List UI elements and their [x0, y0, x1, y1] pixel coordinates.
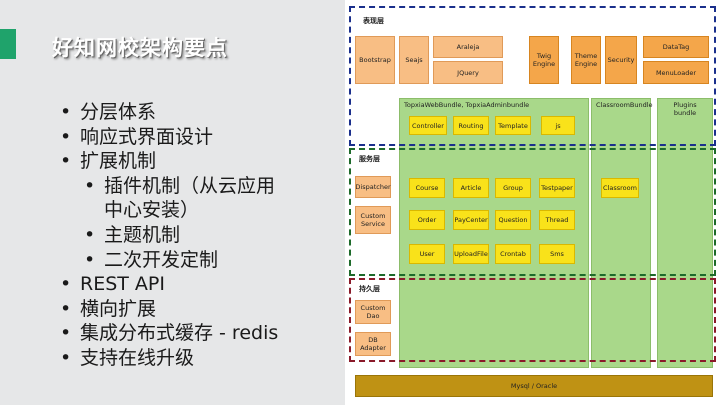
classroom-bundle-label: ClassroomBundle	[596, 101, 653, 109]
bullet-sub-item: 二次开发定制	[60, 248, 278, 273]
presentation-layer-label: 表现层	[363, 17, 384, 25]
bullet-sub-item: 插件机制（从云应用	[60, 174, 278, 199]
theme-engine-box: Theme Engine	[571, 36, 601, 84]
plugins-bundle-label: Plugins bundle	[673, 101, 697, 117]
order-box: Order	[409, 210, 445, 230]
bootstrap-box: Bootstrap	[355, 36, 395, 84]
bullet-list: 分层体系 响应式界面设计 扩展机制 插件机制（从云应用 中心安装） 主题机制 二…	[60, 100, 278, 371]
course-box: Course	[409, 178, 445, 198]
custom-service-box: Custom Service	[355, 206, 391, 234]
custom-dao-box: Custom Dao	[355, 300, 391, 324]
article-box: Article	[453, 178, 489, 198]
bullet-continuation: 中心安装）	[104, 199, 200, 222]
uploadfile-box: UploadFile	[453, 244, 489, 264]
security-box: Security	[605, 36, 637, 84]
group-box: Group	[495, 178, 531, 198]
topxia-bundle-label: TopxiaWebBundle, TopxiaAdminbundle	[404, 101, 530, 109]
twig-engine-box: Twig Engine	[529, 36, 559, 84]
topxia-bundle-column: TopxiaWebBundle, TopxiaAdminbundle	[399, 98, 589, 368]
service-layer-label: 服务层	[359, 155, 380, 163]
service-layer-region	[349, 148, 716, 276]
bullet-sub-item: 主题机制	[60, 223, 278, 248]
persistence-layer-label: 持久层	[359, 285, 380, 293]
db-adapter-box: DB Adapter	[355, 332, 391, 356]
bullet-item: 集成分布式缓存 - redis	[60, 321, 278, 346]
datatag-box: DataTag	[643, 36, 709, 58]
controller-box: Controller	[409, 116, 447, 135]
jquery-box: JQuery	[433, 61, 503, 84]
bullet-item: 响应式界面设计	[60, 125, 278, 150]
bullet-item: 分层体系	[60, 100, 278, 125]
sms-box: Sms	[539, 244, 575, 264]
bullet-item: REST API	[60, 272, 278, 297]
classroom-bundle-column: ClassroomBundle	[591, 98, 653, 368]
arale-box: Araleja	[433, 36, 503, 58]
slide-title: 好知网校架构要点	[52, 36, 228, 60]
bullet-item: 横向扩展	[60, 297, 278, 322]
architecture-diagram: TopxiaWebBundle, TopxiaAdminbundle Class…	[345, 0, 720, 405]
template-box: Template	[495, 116, 531, 135]
persistence-layer-region	[349, 278, 716, 362]
bullet-item: 扩展机制	[60, 149, 278, 174]
testpaper-box: Testpaper	[539, 178, 575, 198]
seajs-box: Seajs	[399, 36, 429, 84]
database-bar: Mysql / Oracle	[355, 375, 713, 397]
js-box: js	[541, 116, 575, 135]
thread-box: Thread	[539, 210, 575, 230]
routing-box: Routing	[453, 116, 489, 135]
dispatcher-box: Dispatcher	[355, 176, 391, 198]
plugins-bundle-column: Plugins bundle	[657, 98, 713, 368]
bullet-item: 支持在线升级	[60, 346, 278, 371]
question-box: Question	[495, 210, 531, 230]
presentation-layer-region	[349, 6, 716, 146]
classroom-service-box: Classroom	[601, 178, 639, 198]
title-accent-bar	[0, 29, 16, 59]
user-box: User	[409, 244, 445, 264]
paycenter-box: PayCenter	[453, 210, 489, 230]
crontab-box: Crontab	[495, 244, 531, 264]
menuloader-box: MenuLoader	[643, 61, 709, 84]
